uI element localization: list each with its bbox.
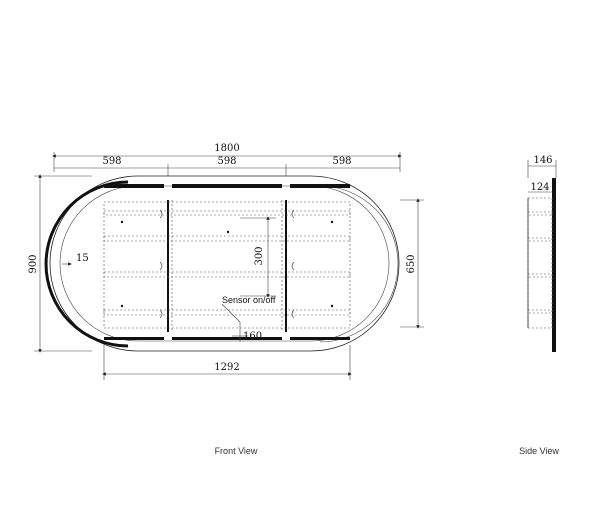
side-shelf-3 <box>527 273 553 278</box>
front-view: 1800 598 598 598 900 15 650 <box>28 143 424 456</box>
dim-overall-width: 1800 <box>52 143 402 172</box>
bottom-bar-left <box>104 337 164 340</box>
cabinet-outline <box>49 175 400 352</box>
dim-900-label: 900 <box>28 254 39 273</box>
dim-panel-widths: 598 598 598 <box>54 156 400 176</box>
dim-598-middle-label: 598 <box>217 156 236 167</box>
shelf-1 <box>103 235 351 242</box>
mount-points <box>120 220 334 308</box>
side-view: 146 124 Side View <box>519 155 559 456</box>
top-shelf <box>103 210 351 216</box>
top-bar-middle <box>172 184 282 188</box>
dim-side-depth: 146 <box>527 155 557 178</box>
dim-15-label: 15 <box>76 253 89 264</box>
right-frame-arc <box>319 185 399 343</box>
dim-650-label: 650 <box>406 254 417 273</box>
side-shelf-4 <box>527 309 553 314</box>
shelf-2 <box>103 271 351 278</box>
side-shelf-2 <box>527 237 553 242</box>
dim-side-shelf-depth: 124 <box>528 182 552 193</box>
side-shelf-1 <box>527 211 553 216</box>
dim-inner-height: 300 <box>240 216 276 298</box>
dim-shelf-width: 1292 <box>102 345 352 380</box>
cabinet-inner-outline <box>59 185 390 342</box>
dim-shelf-height: 650 <box>400 198 424 329</box>
hinge-markers <box>159 209 295 319</box>
front-view-caption: Front View <box>215 446 258 456</box>
dim-598-left-label: 598 <box>102 156 121 167</box>
dim-1800-label: 1800 <box>214 143 239 154</box>
dim-overall-height: 900 <box>28 174 92 353</box>
sensor-callout: Sensor on/off 160 <box>221 295 276 342</box>
dim-124-label: 124 <box>530 182 549 193</box>
shelf-3 <box>103 309 351 316</box>
inner-cabinet <box>103 201 351 329</box>
dim-160-label: 160 <box>243 331 262 342</box>
bottom-bar-right <box>290 337 350 340</box>
top-bar-left <box>104 184 164 188</box>
side-cabinet-body <box>527 197 553 329</box>
side-view-caption: Side View <box>519 446 559 456</box>
bottom-bar-middle <box>172 337 282 340</box>
top-bar-right <box>290 184 350 188</box>
left-frame-arc <box>44 180 129 348</box>
side-back-panel <box>552 178 556 352</box>
dim-edge-offset: 15 <box>62 253 89 266</box>
dim-146-label: 146 <box>533 155 552 166</box>
dim-300-label: 300 <box>254 246 265 265</box>
sensor-label: Sensor on/off <box>222 295 276 305</box>
dim-598-right-label: 598 <box>332 156 351 167</box>
dim-1292-label: 1292 <box>214 362 239 373</box>
